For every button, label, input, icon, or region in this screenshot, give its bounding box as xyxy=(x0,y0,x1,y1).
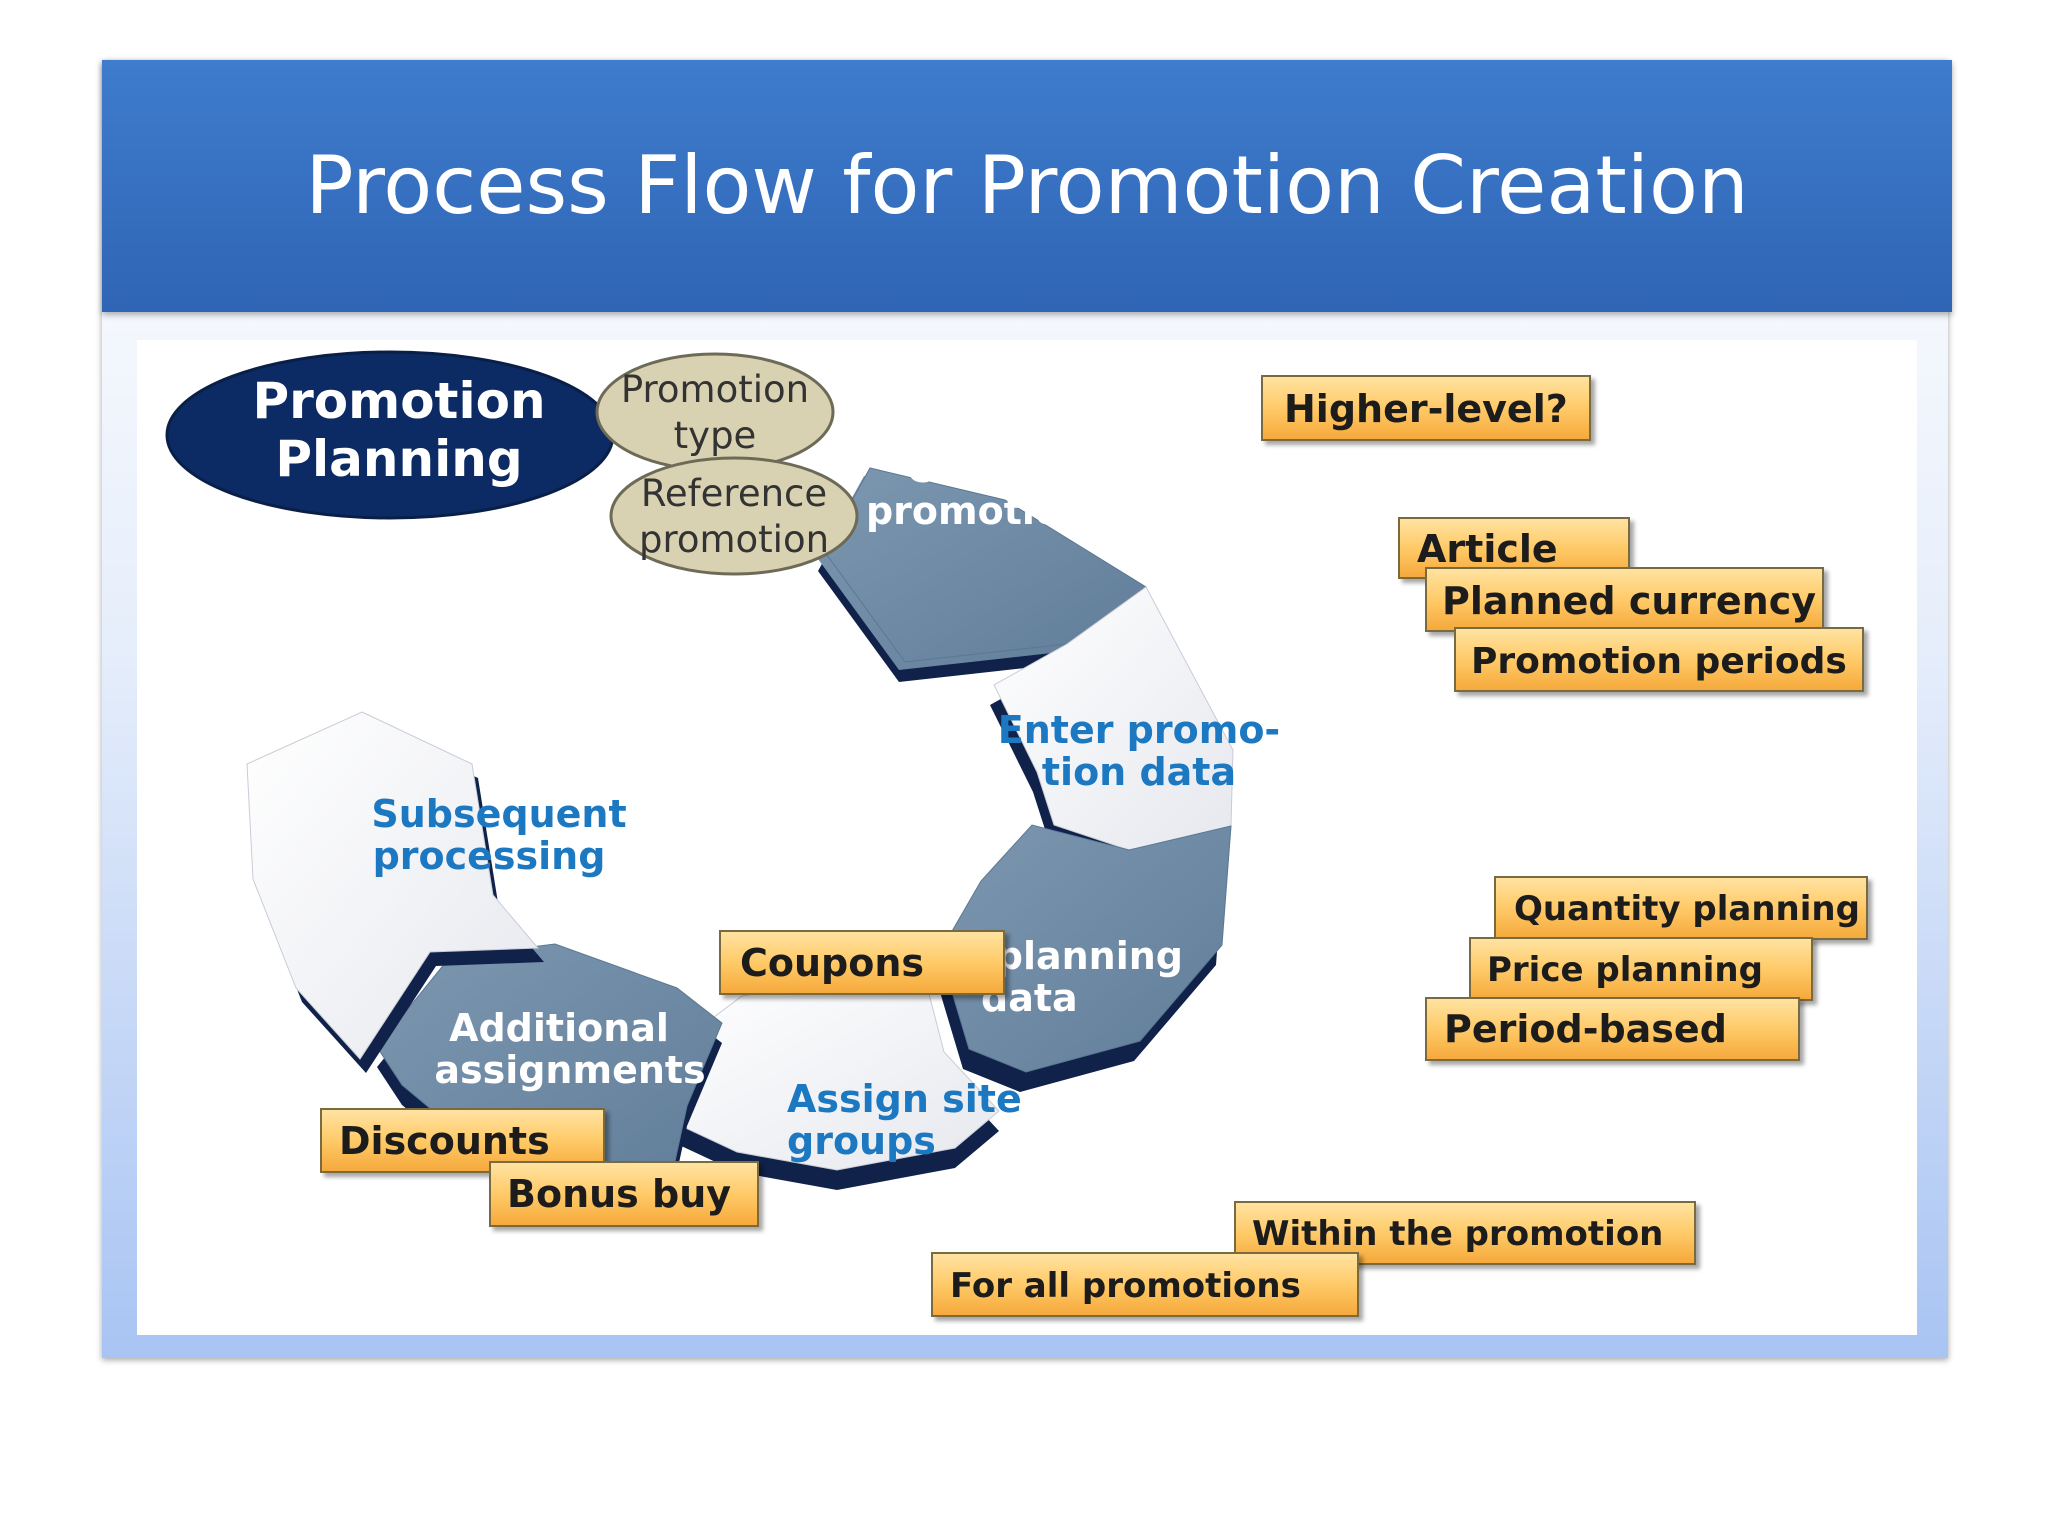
tag-planned-currency: Planned currency xyxy=(1425,567,1824,632)
tag-coupons-text: Coupons xyxy=(740,941,924,985)
tag-for-all-promotions-text: For all promotions xyxy=(950,1266,1301,1306)
tag-period-based: Period-based xyxy=(1425,997,1800,1061)
subsequent-label-1: Subsequent xyxy=(371,792,626,836)
tag-price-planning: Price planning xyxy=(1469,937,1813,1001)
oval-reference-promotion: Reference promotion xyxy=(609,456,859,576)
tag-planned-currency-text: Planned currency xyxy=(1442,579,1816,623)
tag-within-promotion-text: Within the promotion xyxy=(1252,1214,1663,1254)
step-labels: Create promotion Enter promo- tion data … xyxy=(371,447,1280,1163)
tag-discounts-text: Discounts xyxy=(339,1119,550,1163)
tag-coupons: Coupons xyxy=(719,930,1005,995)
tag-within-promotion: Within the promotion xyxy=(1234,1201,1696,1265)
tag-bonus-buy-text: Bonus buy xyxy=(507,1172,731,1216)
tag-for-all-promotions: For all promotions xyxy=(931,1252,1359,1317)
create-label-2: promotion xyxy=(866,489,1088,533)
additional-label-1: Additional xyxy=(449,1006,669,1050)
enter-promo-label-1: Enter promo- xyxy=(998,708,1280,752)
oval-promotion-type: Promotion type xyxy=(595,352,835,472)
tag-bonus-buy: Bonus buy xyxy=(489,1161,759,1227)
step-enter-promotion-data xyxy=(990,586,1234,870)
tag-promotion-periods: Promotion periods xyxy=(1454,627,1864,692)
tag-quantity-planning-text: Quantity planning xyxy=(1514,889,1860,929)
assign-label-2: groups xyxy=(787,1119,936,1163)
oval-reference-line2: promotion xyxy=(639,518,829,561)
tag-article-text: Article xyxy=(1417,527,1558,571)
slide-title: Process Flow for Promotion Creation xyxy=(305,139,1749,232)
oval-promotion-type-line1: Promotion xyxy=(621,368,809,411)
diagram-panel: Promotion Planning xyxy=(137,340,1917,1335)
assign-label-1: Assign site xyxy=(787,1077,1022,1121)
badge-line-2: Planning xyxy=(275,430,522,488)
process-flow-diagram: Promotion Planning xyxy=(165,350,1868,1317)
tag-promotion-periods-text: Promotion periods xyxy=(1471,641,1847,682)
tag-price-planning-text: Price planning xyxy=(1487,950,1763,990)
promotion-planning-badge: Promotion Planning xyxy=(165,350,615,520)
title-bar xyxy=(102,60,1952,312)
tag-higher-level-text: Higher-level? xyxy=(1284,387,1568,431)
oval-promotion-type-line2: type xyxy=(674,414,757,457)
step-create-promotion xyxy=(818,467,1147,682)
badge-line-1: Promotion xyxy=(252,372,545,430)
step-assign-site-groups xyxy=(661,981,1000,1190)
step-subsequent-processing xyxy=(246,711,544,1073)
tag-period-based-text: Period-based xyxy=(1444,1007,1727,1051)
tag-quantity-planning: Quantity planning xyxy=(1494,876,1868,940)
additional-label-2: assignments xyxy=(434,1048,705,1092)
create-label-1: Create xyxy=(906,447,1048,491)
oval-reference-line1: Reference xyxy=(641,472,827,515)
enter-promo-label-2: tion data xyxy=(1042,750,1236,794)
tag-higher-level: Higher-level? xyxy=(1261,375,1591,441)
subsequent-label-2: processing xyxy=(373,834,606,878)
step-enter-planning-data xyxy=(934,824,1232,1092)
